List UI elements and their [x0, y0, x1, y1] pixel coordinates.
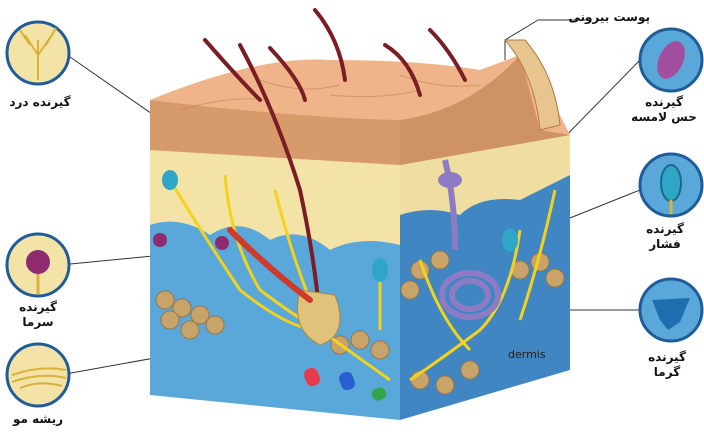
- cold-receptor-in-skin-2: [215, 236, 229, 250]
- pain-receptor-icon: [7, 22, 69, 84]
- pressure-receptor-label: گیرنده فشار: [630, 222, 700, 252]
- pressure-receptor-in-skin: [372, 258, 388, 282]
- cold-receptor-icon: [7, 234, 69, 296]
- dermis-label: dermis: [508, 348, 546, 361]
- touch-receptor-label: گیرنده حس لامسه: [625, 95, 703, 125]
- touch-receptor-in-skin: [162, 170, 178, 190]
- hair-root-label: ریشه مو: [5, 412, 71, 427]
- hair-root-icon: [7, 344, 69, 406]
- cold-receptor-label: گیرنده سرما: [0, 300, 76, 330]
- touch-receptor-icon: [640, 29, 702, 91]
- heat-receptor-icon: [640, 279, 702, 341]
- pain-receptor-label: گیرنده درد: [5, 95, 75, 110]
- sweat-pore: [438, 172, 462, 188]
- outer-skin-label: پوست بیرونی: [570, 10, 650, 25]
- pressure-receptor-in-skin-2: [502, 228, 518, 252]
- pressure-receptor-icon: [640, 154, 702, 216]
- heat-receptor-label: گیرنده گرما: [632, 350, 702, 380]
- cold-receptor-in-skin: [153, 233, 167, 247]
